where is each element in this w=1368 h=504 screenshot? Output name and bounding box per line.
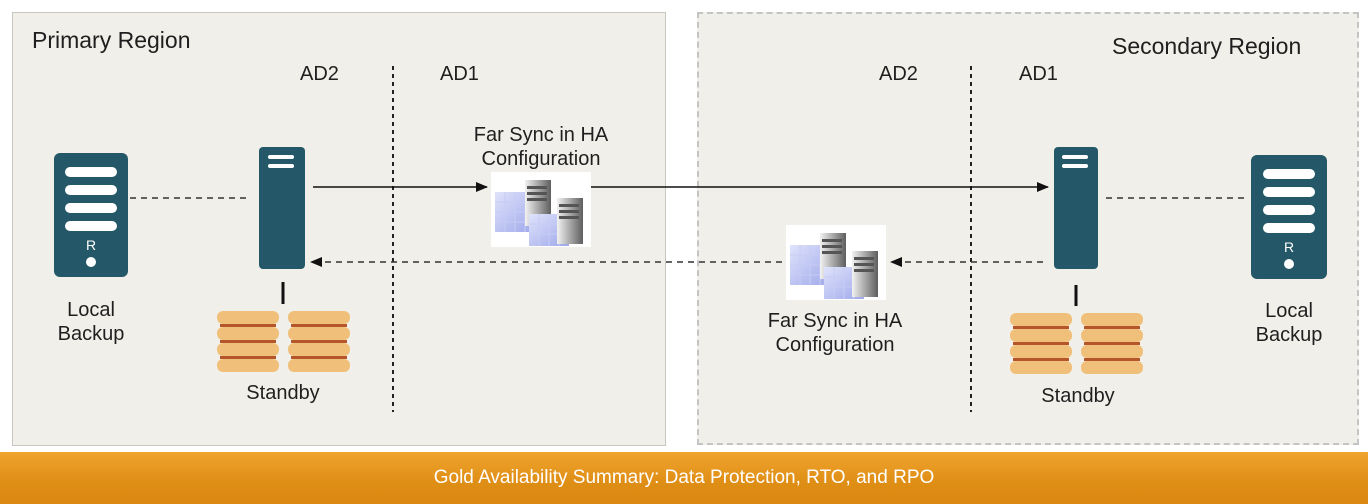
primary-backup-badge: R <box>86 237 96 253</box>
secondary-standby-database-icon <box>1010 313 1072 374</box>
secondary-local-backup-label-line2: Backup <box>1255 324 1323 346</box>
summary-banner: Gold Availability Summary: Data Protecti… <box>0 452 1368 504</box>
secondary-far-sync-label-line1: Far Sync in HA <box>767 310 903 332</box>
secondary-local-backup-server-icon <box>1251 155 1327 279</box>
primary-ad2-label: AD2 <box>300 63 339 85</box>
secondary-region-title: Secondary Region <box>1112 33 1302 59</box>
primary-ad1-label: AD1 <box>440 63 479 85</box>
secondary-standby-label: Standby <box>1041 385 1115 407</box>
secondary-ad2-label: AD2 <box>879 63 918 85</box>
primary-standby-server-icon <box>259 147 305 269</box>
primary-far-sync-icon <box>490 171 592 248</box>
primary-local-backup-server-icon <box>54 153 128 277</box>
primary-standby-database-icon <box>217 311 279 372</box>
primary-region-title: Primary Region <box>32 27 191 53</box>
primary-local-backup-label: Local Backup <box>41 298 141 346</box>
primary-far-sync-label-line1: Far Sync in HA <box>473 124 609 146</box>
primary-standby-database-icon <box>288 311 350 372</box>
summary-banner-text: Gold Availability Summary: Data Protecti… <box>433 467 935 488</box>
secondary-local-backup-label: Local Backup <box>1239 299 1339 347</box>
secondary-far-sync-label: Far Sync in HA Configuration <box>730 309 940 357</box>
secondary-standby-database-icon <box>1081 313 1143 374</box>
primary-local-backup-label-line2: Backup <box>57 323 125 345</box>
primary-far-sync-label: Far Sync in HA Configuration <box>436 123 646 171</box>
secondary-standby-server-icon <box>1054 147 1098 269</box>
primary-local-backup-label-line1: Local <box>67 299 115 321</box>
primary-standby-label: Standby <box>246 382 320 404</box>
secondary-local-backup-label-line1: Local <box>1265 300 1313 322</box>
primary-far-sync-label-line2: Configuration <box>481 148 601 170</box>
secondary-backup-badge: R <box>1284 239 1294 255</box>
secondary-far-sync-label-line2: Configuration <box>775 334 895 356</box>
secondary-ad1-label: AD1 <box>1019 63 1058 85</box>
architecture-diagram: R R <box>54 66 1327 412</box>
secondary-far-sync-icon <box>785 224 887 301</box>
